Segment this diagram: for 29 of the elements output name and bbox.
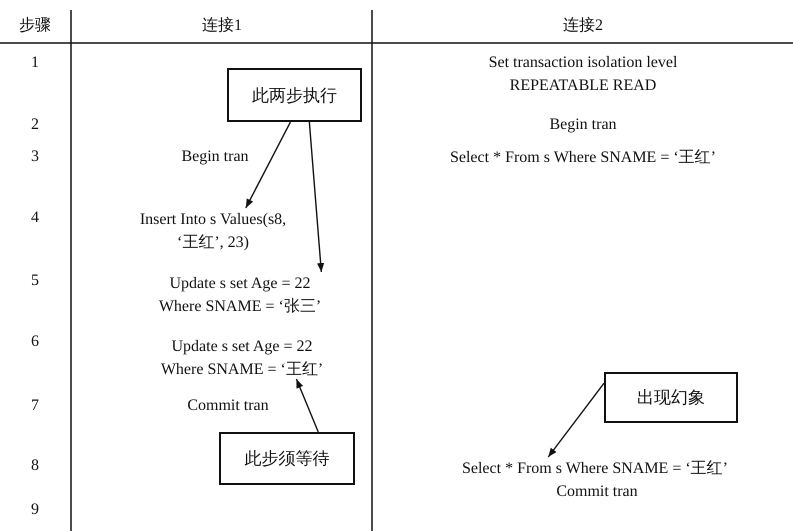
column-header: 连接2: [562, 16, 604, 36]
sql-statement: Begin tran: [548, 115, 618, 135]
step-number: 6: [30, 332, 40, 352]
arrow: [308, 122, 324, 272]
step-number: 5: [30, 271, 40, 291]
callout-box: 此步须等待: [219, 432, 355, 485]
arrow: [296, 378, 319, 432]
step-number: 4: [30, 208, 40, 228]
sql-statement: Insert Into s Values(s8, ‘王红’, 23): [131, 208, 295, 254]
sql-statement: Begin tran: [180, 147, 250, 167]
column-header: 连接1: [201, 16, 243, 36]
step-number: 7: [30, 396, 40, 416]
sql-statement: Update s set Age = 22 Where SNAME = ‘王红’: [157, 335, 327, 379]
sql-statement: Commit tran: [186, 396, 270, 416]
sql-statement: Commit tran: [555, 482, 639, 502]
arrow: [245, 122, 292, 208]
sql-statement: Select * From s Where SNAME = ‘王红’: [448, 148, 718, 168]
step-number: 1: [30, 53, 40, 73]
step-number: 3: [30, 147, 40, 167]
sql-statement: Set transaction isolation level REPEATABLE READ: [488, 53, 678, 96]
callout-box: 此两步执行: [227, 68, 362, 122]
column-header: 步骤: [18, 16, 52, 36]
sql-statement: Update s set Age = 22 Where SNAME = ‘张三’: [157, 272, 323, 318]
step-number: 9: [30, 500, 40, 520]
arrow: [548, 382, 605, 458]
step-number: 2: [30, 115, 40, 135]
step-number: 8: [30, 456, 40, 476]
callout-box: 出现幻象: [604, 372, 738, 423]
sql-statement: Select * From s Where SNAME = ‘王红’: [428, 457, 762, 480]
